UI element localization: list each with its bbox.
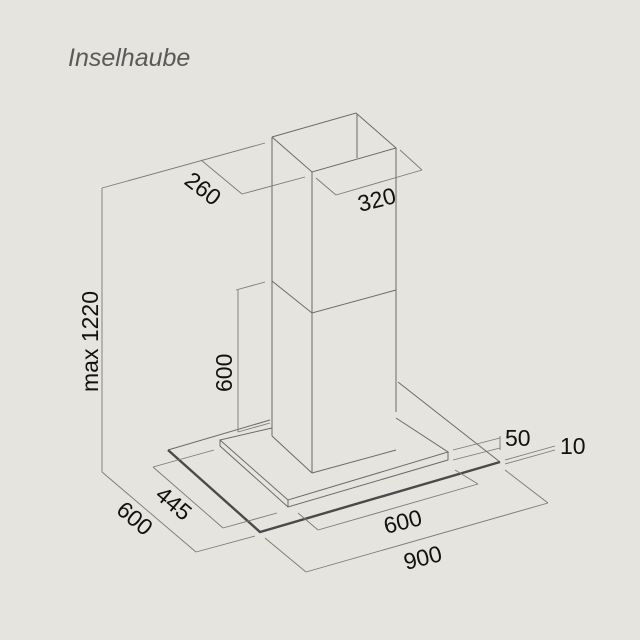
- label-depth-inner: 445: [151, 481, 197, 526]
- label-plate-thickness: 50: [505, 425, 531, 451]
- label-lower-chimney-height: 600: [211, 354, 237, 392]
- label-glass-thickness: 10: [560, 433, 586, 459]
- glass-plate: [167, 381, 501, 534]
- diagram-title: Inselhaube: [68, 44, 191, 72]
- label-chimney-depth: 260: [180, 166, 226, 210]
- label-width-total: 900: [401, 540, 445, 575]
- label-width-inner: 600: [381, 504, 425, 539]
- upper-plate: [218, 417, 450, 508]
- dimension-lines: [101, 142, 556, 573]
- label-height-max: max 1220: [77, 291, 103, 392]
- label-depth-total: 600: [112, 496, 158, 541]
- chimney: [271, 112, 398, 474]
